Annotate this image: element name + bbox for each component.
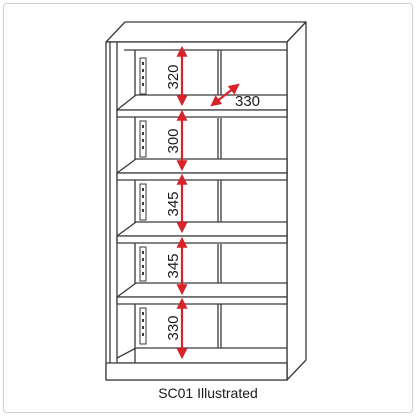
depth-label: 330 (235, 93, 260, 110)
shelf-pin-holes (142, 62, 144, 336)
shelf-1 (116, 94, 288, 118)
shelf-4 (116, 282, 288, 305)
gap-label-5: 330 (165, 315, 182, 340)
gap-label-1: 320 (165, 64, 182, 89)
gap-label-3: 345 (165, 191, 182, 216)
caption: SC01 Illustrated (158, 385, 258, 401)
gap-label-4: 345 (165, 253, 182, 278)
shelf-2 (116, 158, 288, 181)
shelf-3 (116, 221, 288, 244)
top-panel (105, 21, 307, 43)
gap-label-2: 300 (165, 128, 182, 153)
plinth (105, 362, 288, 381)
right-side-panel (286, 21, 307, 381)
dimension-arrows (176, 45, 240, 360)
bookcase (105, 21, 307, 381)
depth-arrow (210, 83, 240, 107)
